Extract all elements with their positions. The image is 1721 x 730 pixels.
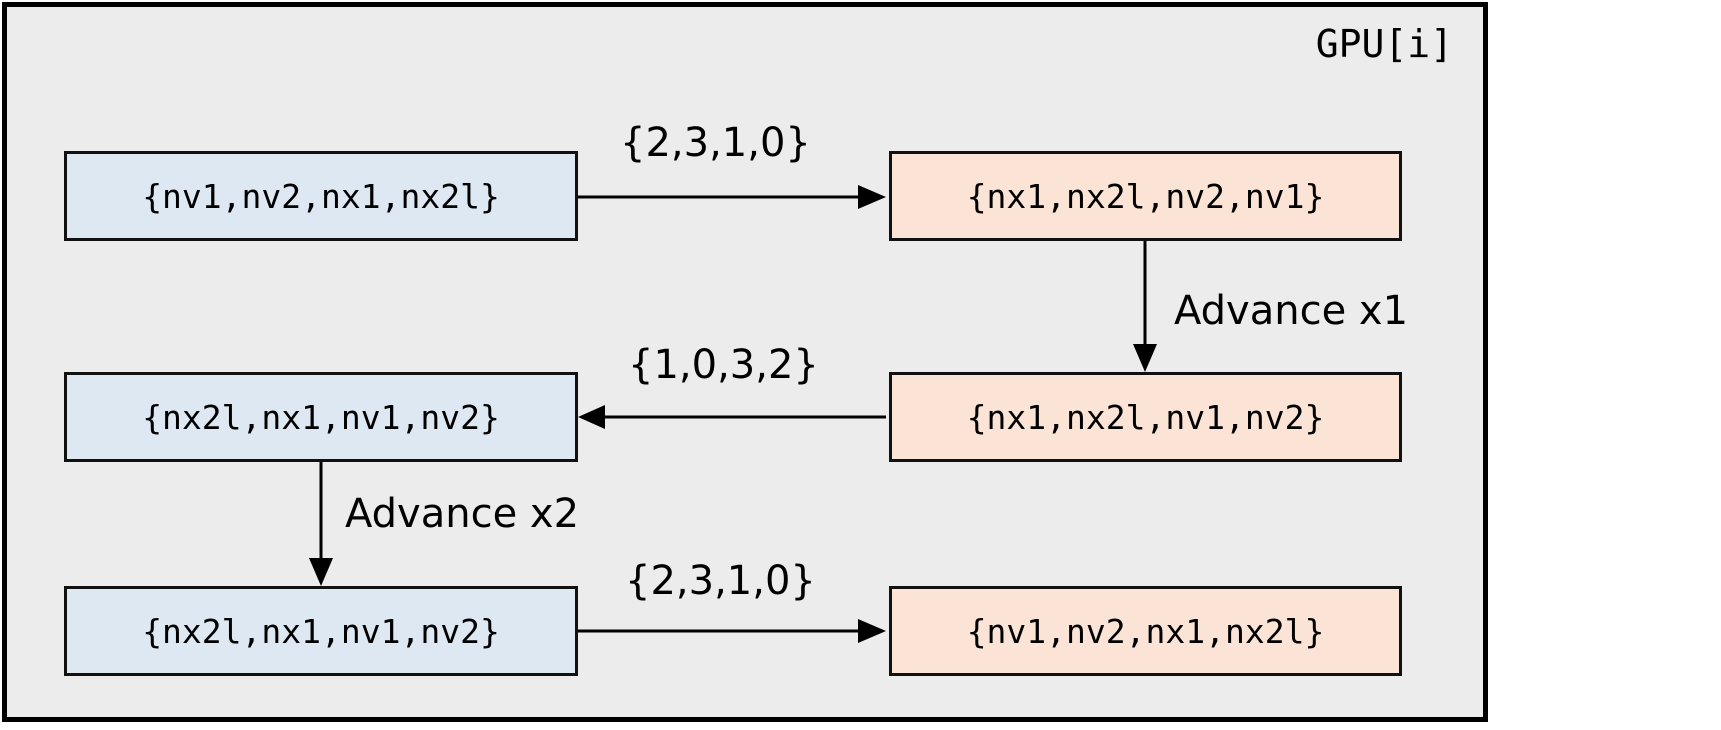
arrowhead-advance-2 bbox=[309, 558, 333, 586]
edge-label-row3-perm: {2,3,1,0} bbox=[625, 558, 816, 604]
box-row2-left: {nx2l,nx1,nv1,nv2} bbox=[64, 372, 578, 462]
arrowhead-advance-1 bbox=[1133, 344, 1157, 372]
gpu-frame-label: GPU[i] bbox=[1315, 22, 1453, 66]
edge-label-row1-perm: {2,3,1,0} bbox=[620, 120, 811, 166]
edge-label-advance-1: Advance x1 bbox=[1174, 288, 1409, 334]
arrowhead-row1-perm bbox=[858, 185, 886, 209]
arrowhead-row3-perm bbox=[858, 619, 886, 643]
box-row3-left: {nx2l,nx1,nv1,nv2} bbox=[64, 586, 578, 676]
box-row1-left: {nv1,nv2,nx1,nx2l} bbox=[64, 151, 578, 241]
box-row2-right: {nx1,nx2l,nv1,nv2} bbox=[889, 372, 1402, 462]
box-row3-right: {nv1,nv2,nx1,nx2l} bbox=[889, 586, 1402, 676]
box-row1-right: {nx1,nx2l,nv2,nv1} bbox=[889, 151, 1402, 241]
arrowhead-row2-perm bbox=[578, 405, 605, 429]
edge-label-advance-2: Advance x2 bbox=[345, 491, 580, 537]
edge-label-row2-perm: {1,0,3,2} bbox=[628, 342, 819, 388]
